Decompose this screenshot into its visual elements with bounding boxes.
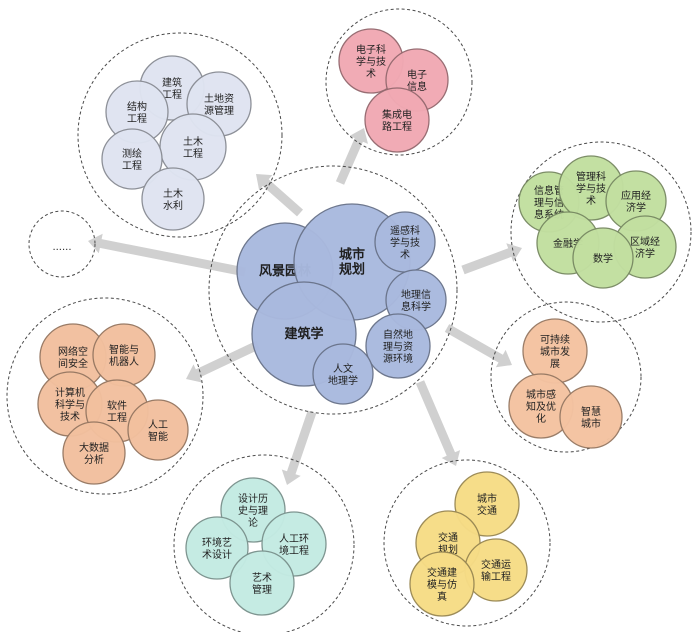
civil-hydraulic-engineering-shape	[141, 167, 205, 231]
arrow-to-sustainability	[444, 324, 512, 368]
economics-regional-economics-label: 区域经济学	[630, 235, 660, 260]
computing-intelligence-robotics: 智能与机器人	[92, 323, 156, 387]
economics-applied-economics-label: 应用经济学	[621, 189, 651, 214]
civil-structural-engineering: 结构工程	[105, 80, 169, 144]
center-human-geography: 人文地理学	[312, 343, 374, 405]
civil-hydraulic-engineering: 土木水利	[141, 167, 205, 231]
civil-surveying-engineering-shape	[101, 128, 163, 190]
arrow-to-other	[88, 233, 246, 277]
computing-artificial-intelligence-label: 人工智能	[148, 419, 168, 443]
civil-surveying-engineering: 测绘工程	[101, 128, 163, 190]
design-art-management-shape	[229, 550, 295, 616]
electronics-integrated-circuit-label: 集成电路工程	[382, 108, 412, 133]
economics-mathematics-shape	[572, 227, 634, 289]
computing-intelligence-robotics-label: 智能与机器人	[109, 343, 139, 368]
sustainability-urban-sensing-label: 城市感知及优化	[526, 388, 556, 425]
arrows-layer	[88, 128, 522, 485]
cluster-design-outline	[173, 454, 355, 632]
cluster-sustainability-outline	[490, 301, 642, 453]
transport-modeling-simulation: 交通建模与仿真	[409, 551, 475, 617]
other-ellipsis: ......	[52, 242, 71, 253]
civil-hydraulic-engineering-label: 土木水利	[163, 187, 183, 212]
design-environmental-art-label: 环境艺术设计	[202, 536, 232, 561]
electronics-science-technology-label: 电子科学与技术	[356, 43, 386, 80]
computing-artificial-intelligence-shape	[127, 399, 189, 461]
sustainability-smart-city-label: 智慧城市	[581, 405, 601, 430]
center-remote-sensing: 遥感科学与技术	[374, 211, 436, 273]
economics-mathematics: 数学	[572, 227, 634, 289]
arrow-to-electronics	[335, 128, 368, 185]
sustainability-smart-city-shape	[559, 385, 623, 449]
sustainability-sustainable-development: 可持续城市发展	[522, 318, 588, 384]
arrow-to-transport	[415, 380, 461, 466]
center-physical-geography-shape	[365, 313, 431, 379]
computing-big-data-analysis-label: 大数据分析	[79, 441, 109, 466]
computing-software-engineering-label: 软件工程	[107, 399, 127, 424]
economics-management-science-label: 管理科学与技术	[576, 170, 606, 207]
transport-transportation-engineering: 交通运输工程	[464, 538, 528, 602]
computing-cyberspace-security-label: 网络空间安全	[58, 345, 88, 370]
sustainability-smart-city: 智慧城市	[559, 385, 623, 449]
other-ellipsis-label: ......	[52, 242, 71, 253]
transport-urban-traffic-label: 城市交通	[477, 492, 497, 517]
cluster-transport-outline	[383, 459, 551, 627]
center-urban-planning-label: 城市规划	[339, 247, 365, 278]
design-artificial-environment-label: 人工环境工程	[279, 533, 309, 557]
electronics-integrated-circuit-shape	[364, 87, 430, 153]
economics-mathematics-label: 数学	[593, 252, 613, 265]
electronics-information-label: 电子信息	[407, 68, 427, 93]
computing-computer-science-label: 计算机科学与技术	[55, 386, 85, 423]
transport-modeling-simulation-label: 交通建模与仿真	[427, 566, 457, 603]
transport-modeling-simulation-shape	[409, 551, 475, 617]
arrow-to-economics	[461, 243, 522, 275]
center-human-geography-shape	[312, 343, 374, 405]
center-architecture-label: 建筑学	[284, 326, 323, 342]
civil-civil-engineering-label: 土木工程	[183, 135, 203, 160]
cluster-computing-outline	[6, 297, 204, 495]
arrow-to-computing	[186, 340, 260, 383]
arrow-to-civil	[256, 174, 303, 217]
transport-transportation-engineering-label: 交通运输工程	[481, 558, 511, 583]
cluster-other-outline	[28, 210, 96, 278]
bubbles-layer: 风景园林城市规划建筑学遥感科学与技术地理信息科学自然地理与资源环境人文地理学建筑…	[37, 28, 677, 617]
design-environmental-art-shape	[185, 516, 249, 580]
center-physical-geography-label: 自然地理与资源环境	[383, 328, 413, 365]
arrow-to-design	[281, 410, 317, 485]
cluster-civil-outline	[77, 32, 283, 238]
civil-surveying-engineering-label: 测绘工程	[122, 147, 142, 172]
civil-structural-engineering-label: 结构工程	[127, 100, 147, 125]
computing-big-data-analysis: 大数据分析	[62, 421, 126, 485]
design-art-management-label: 艺术管理	[252, 572, 272, 596]
cluster-center-outline	[208, 165, 458, 415]
computing-big-data-analysis-shape	[62, 421, 126, 485]
center-gis-label: 地理信息科学	[401, 288, 431, 313]
cluster-electronics-outline	[325, 8, 473, 156]
center-human-geography-label: 人文地理学	[328, 362, 358, 387]
design-art-management: 艺术管理	[229, 550, 295, 616]
civil-land-resource-management-label: 土地资源管理	[204, 92, 234, 117]
cluster-outlines-layer	[6, 8, 692, 632]
design-environmental-art: 环境艺术设计	[185, 516, 249, 580]
center-physical-geography: 自然地理与资源环境	[365, 313, 431, 379]
sustainability-sustainable-development-label: 可持续城市发展	[540, 333, 570, 370]
civil-civil-engineering: 土木工程	[159, 113, 227, 181]
electronics-integrated-circuit: 集成电路工程	[364, 87, 430, 153]
design-history-theory-label: 设计历史与理论	[238, 492, 268, 529]
computing-artificial-intelligence: 人工智能	[127, 399, 189, 461]
cluster-economics-outline	[510, 141, 692, 323]
center-remote-sensing-label: 遥感科学与技术	[390, 224, 420, 261]
civil-building-engineering-label: 建筑工程	[162, 76, 182, 101]
